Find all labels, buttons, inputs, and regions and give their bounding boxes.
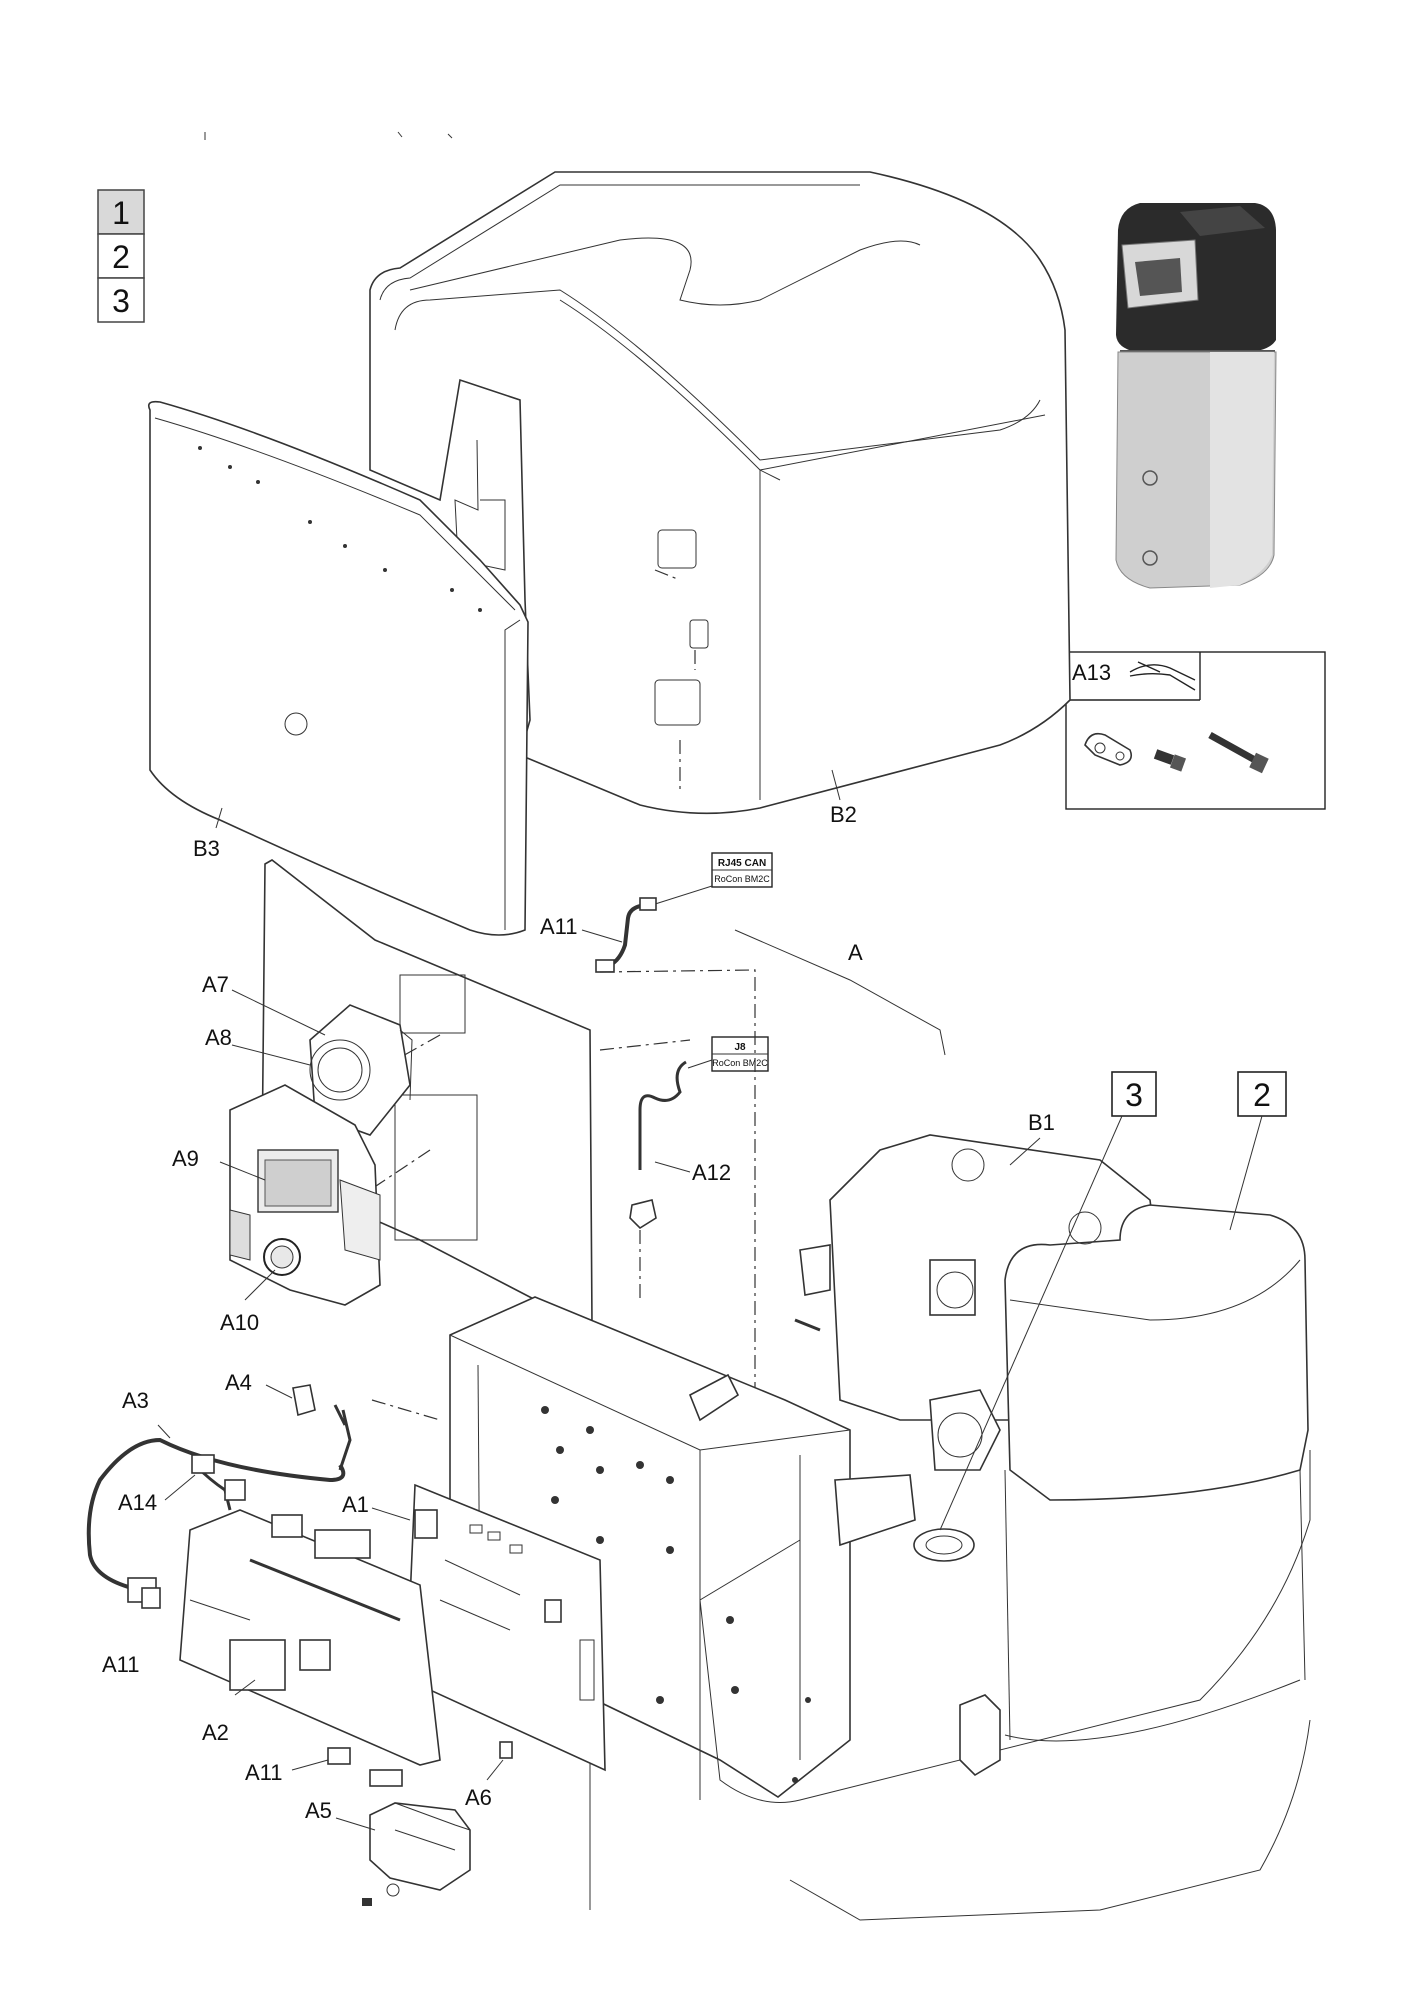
cable-clamp-icon — [1084, 732, 1133, 766]
rj45-tag-title: RJ45 CAN — [718, 858, 766, 869]
callout-3-label: 3 — [1125, 1077, 1143, 1113]
short-screw-icon — [1153, 749, 1187, 772]
page-selector-item-2[interactable]: 2 — [97, 233, 145, 279]
page-selector-label-2: 2 — [112, 239, 130, 275]
front-cover-b3 — [147, 400, 529, 936]
label-a2: A2 — [202, 1720, 229, 1745]
transformer-a5 — [362, 1802, 471, 1906]
heat-pump-product-icon — [1115, 203, 1277, 589]
label-a8: A8 — [205, 1025, 232, 1050]
callout-3: 3 — [939, 1071, 1157, 1531]
page-selector-label-3: 3 — [112, 283, 130, 319]
j8-tag-subtitle: RoCon BM2C — [712, 1058, 768, 1068]
interface-board-a2 — [179, 1509, 441, 1787]
page-selector-label-1: 1 — [112, 195, 130, 231]
label-a: A — [848, 940, 863, 965]
label-b2: B2 — [830, 802, 857, 827]
label-a1: A1 — [342, 1492, 369, 1517]
long-screw-icon — [1208, 731, 1269, 774]
label-a13: A13 — [1072, 660, 1111, 685]
label-a7: A7 — [202, 972, 229, 997]
casing-b2 — [369, 171, 1071, 815]
page-selector-item-1[interactable]: 1 — [97, 189, 145, 235]
base-unit-b1 — [699, 1134, 1311, 1921]
pcb-standoffs — [541, 1406, 739, 1704]
rj45-tag-subtitle: RoCon BM2C — [714, 874, 770, 884]
label-a5: A5 — [305, 1798, 332, 1823]
j8-tag-title: J8 — [734, 1042, 746, 1053]
cable-harness-a3 — [86, 1437, 346, 1603]
label-a11-bottom: A11 — [245, 1760, 283, 1785]
label-b3: B3 — [193, 836, 220, 861]
label-a14: A14 — [118, 1490, 157, 1515]
connector-a11-bottom — [327, 1747, 351, 1765]
relay-a4 — [292, 1384, 352, 1471]
label-a10: A10 — [220, 1310, 259, 1335]
page-selector[interactable]: 1 2 3 — [97, 189, 145, 323]
label-a12: A12 — [692, 1160, 731, 1185]
label-a6: A6 — [465, 1785, 492, 1810]
rj45-can-tag: RJ45 CAN RoCon BM2C — [711, 852, 773, 888]
connector-a11-left — [141, 1587, 161, 1609]
header-marks — [204, 131, 453, 140]
pliers-icon — [1129, 661, 1196, 691]
control-board-a1 — [409, 1483, 606, 1772]
rotary-knob-a10 — [263, 1238, 301, 1276]
label-a3: A3 — [122, 1388, 149, 1413]
label-a11-left: A11 — [102, 1652, 140, 1677]
page-selector-item-3[interactable]: 3 — [97, 277, 145, 323]
label-a9: A9 — [172, 1146, 199, 1171]
accessory-box-a13: A13 — [1065, 651, 1326, 810]
j8-tag: J8 RoCon BM2C — [711, 1036, 769, 1072]
cable-a11-rj45 — [595, 897, 657, 973]
callout-2: 2 — [1229, 1071, 1287, 1231]
callout-2-label: 2 — [1253, 1077, 1271, 1113]
label-b1: B1 — [1028, 1110, 1055, 1135]
label-a11-top: A11 — [540, 914, 578, 939]
label-a4: A4 — [225, 1370, 252, 1395]
fuse-a6 — [499, 1741, 513, 1759]
sensor-a12 — [629, 1060, 687, 1230]
